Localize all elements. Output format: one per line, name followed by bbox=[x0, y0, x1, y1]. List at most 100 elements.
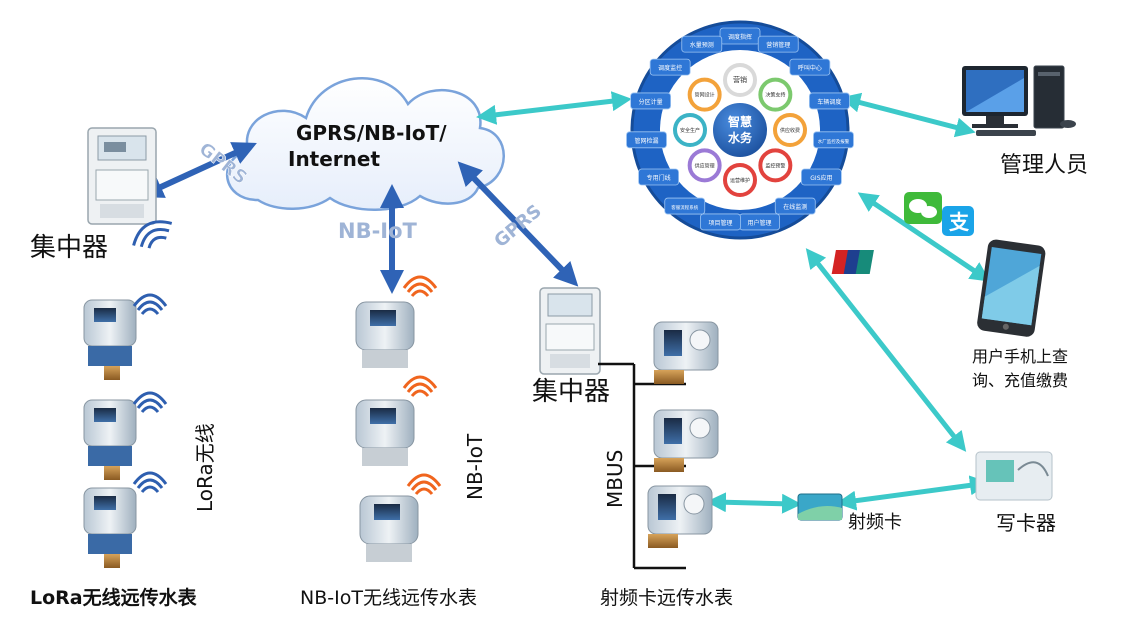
platform-node: 安全生产 bbox=[673, 113, 707, 147]
rf-card-icon bbox=[797, 493, 843, 521]
unionpay-icon: UnionPay bbox=[831, 250, 921, 274]
platform-node-label: 营销 bbox=[733, 75, 747, 84]
lora-meter bbox=[83, 399, 137, 480]
platform-node-label: 供应管理 bbox=[695, 162, 715, 169]
platform-node: 运营维护 bbox=[723, 163, 757, 197]
platform-module-label: 营销管理 bbox=[766, 41, 790, 49]
internet-cloud: GPRS/NB-IoT/ Internet bbox=[225, 77, 505, 211]
gprs-left-arrow bbox=[139, 142, 257, 198]
concentrator-left-device bbox=[87, 127, 157, 225]
platform-module-label: 调度监控 bbox=[658, 64, 682, 72]
platform-node-label: 运营维护 bbox=[730, 177, 750, 184]
platform-module-label: 在线监测 bbox=[783, 203, 807, 211]
platform-node: 供应收费 bbox=[773, 113, 807, 147]
mobile-label-line2: 询、充值缴费 bbox=[972, 371, 1068, 390]
nbiot-caption: NB-IoT无线远传水表 bbox=[300, 587, 477, 609]
gprs-right-arrow bbox=[457, 161, 579, 287]
platform-node-label: 管网设计 bbox=[695, 92, 715, 99]
lora-vertical-label: LoRa无线 bbox=[193, 423, 217, 512]
unionpay-text: UnionPay bbox=[884, 254, 921, 262]
nbiot-link-label: NB-IoT bbox=[338, 219, 418, 243]
platform-node: 监控预警 bbox=[758, 148, 793, 183]
platform-module-label: 项目管理 bbox=[708, 219, 732, 227]
nbiot-meter bbox=[355, 399, 415, 466]
rf-caption: 射频卡远传水表 bbox=[600, 587, 733, 609]
manager-label: 管理人员 bbox=[1000, 153, 1088, 178]
signal-icon bbox=[406, 473, 442, 495]
platform-module: 水厂监控及报警 bbox=[813, 131, 854, 149]
platform-module: 在线监测 bbox=[774, 197, 816, 215]
nbiot-meter bbox=[359, 495, 419, 562]
platform-node-label: 决策支持 bbox=[765, 92, 785, 99]
wifi-icon bbox=[132, 471, 168, 493]
mbus-label: MBUS bbox=[603, 450, 627, 508]
platform-module-label: 水量预测 bbox=[690, 41, 714, 49]
platform-module-label: 专用门线 bbox=[647, 174, 671, 182]
platform-cardwriter-arrow bbox=[805, 248, 967, 452]
platform-module: 调度监控 bbox=[649, 58, 691, 76]
signal-icon bbox=[402, 275, 438, 297]
platform-node-label: 监控预警 bbox=[765, 162, 785, 169]
computer-icon bbox=[962, 65, 1076, 136]
platform-node: 营销 bbox=[723, 63, 757, 97]
platform-module-label: 用户管理 bbox=[748, 219, 772, 227]
platform-module: 车辆调度 bbox=[808, 92, 850, 110]
platform-module: 客服流程系统 bbox=[664, 197, 706, 215]
platform-center-line1: 智慧 bbox=[727, 114, 752, 129]
platform-module-label: 管网检漏 bbox=[635, 137, 659, 145]
platform-module-label: GIS应用 bbox=[810, 174, 832, 182]
lora-caption: LoRa无线远传水表 bbox=[30, 586, 198, 609]
card-writer-label: 写卡器 bbox=[996, 511, 1056, 535]
platform-module: 用户管理 bbox=[739, 213, 780, 231]
lora-meter bbox=[83, 487, 137, 568]
platform-module-label: 水厂监控及报警 bbox=[818, 138, 850, 145]
wifi-icon bbox=[132, 391, 168, 413]
platform-module: 呼叫中心 bbox=[789, 58, 831, 76]
platform-module-label: 车辆调度 bbox=[817, 98, 841, 106]
platform-module-label: 调度指挥 bbox=[728, 33, 752, 41]
rf-meter bbox=[647, 485, 713, 548]
cloud-label-line2: Internet bbox=[288, 147, 380, 171]
rf-card-label: 射频卡 bbox=[848, 512, 902, 533]
mobile-label-line1: 用户手机上查 bbox=[972, 347, 1068, 366]
platform-module: 项目管理 bbox=[700, 213, 741, 231]
wifi-icon bbox=[132, 293, 168, 315]
platform-module-label: 呼叫中心 bbox=[798, 64, 822, 72]
alipay-icon: 支 bbox=[942, 206, 974, 236]
signal-icon bbox=[402, 375, 438, 397]
rf-meter bbox=[653, 409, 719, 472]
nbiot-vertical-label: NB-IoT bbox=[463, 433, 487, 500]
platform-node: 决策支持 bbox=[758, 77, 793, 112]
platform-module: 水量预测 bbox=[681, 35, 723, 53]
platform-node: 管网设计 bbox=[687, 77, 722, 112]
platform-module: 调度指挥 bbox=[719, 27, 761, 45]
cloud-platform-arrow bbox=[476, 91, 632, 125]
concentrator-right-label: 集中器 bbox=[532, 377, 610, 407]
smartphone-icon bbox=[977, 239, 1046, 337]
platform-module-label: 客服流程系统 bbox=[671, 204, 698, 211]
platform-module: GIS应用 bbox=[801, 168, 842, 186]
wechat-icon bbox=[904, 192, 942, 224]
concentrator-right-device bbox=[539, 287, 601, 375]
platform-center-line2: 水务 bbox=[728, 130, 753, 145]
platform-module: 管网检漏 bbox=[626, 131, 667, 149]
lora-meter bbox=[83, 299, 137, 380]
platform-module: 营销管理 bbox=[757, 35, 799, 53]
platform-manager-arrow bbox=[840, 92, 976, 138]
nbiot-meter bbox=[355, 301, 415, 368]
rf-meter bbox=[653, 321, 719, 384]
platform-module-label: 分区计量 bbox=[639, 98, 663, 106]
meter-card-arrow bbox=[706, 492, 802, 514]
platform-module: 专用门线 bbox=[638, 168, 679, 186]
cloud-label-line1: GPRS/NB-IoT/ bbox=[296, 121, 447, 145]
platform-module: 分区计量 bbox=[630, 92, 672, 110]
platform-node-label: 安全生产 bbox=[680, 127, 700, 134]
card-writer-arrow bbox=[836, 475, 990, 511]
svg-text:支: 支 bbox=[949, 210, 970, 234]
card-writer-device bbox=[975, 451, 1053, 501]
platform-node-label: 供应收费 bbox=[780, 127, 800, 134]
platform-node: 供应管理 bbox=[687, 148, 722, 183]
concentrator-left-label: 集中器 bbox=[30, 233, 108, 263]
